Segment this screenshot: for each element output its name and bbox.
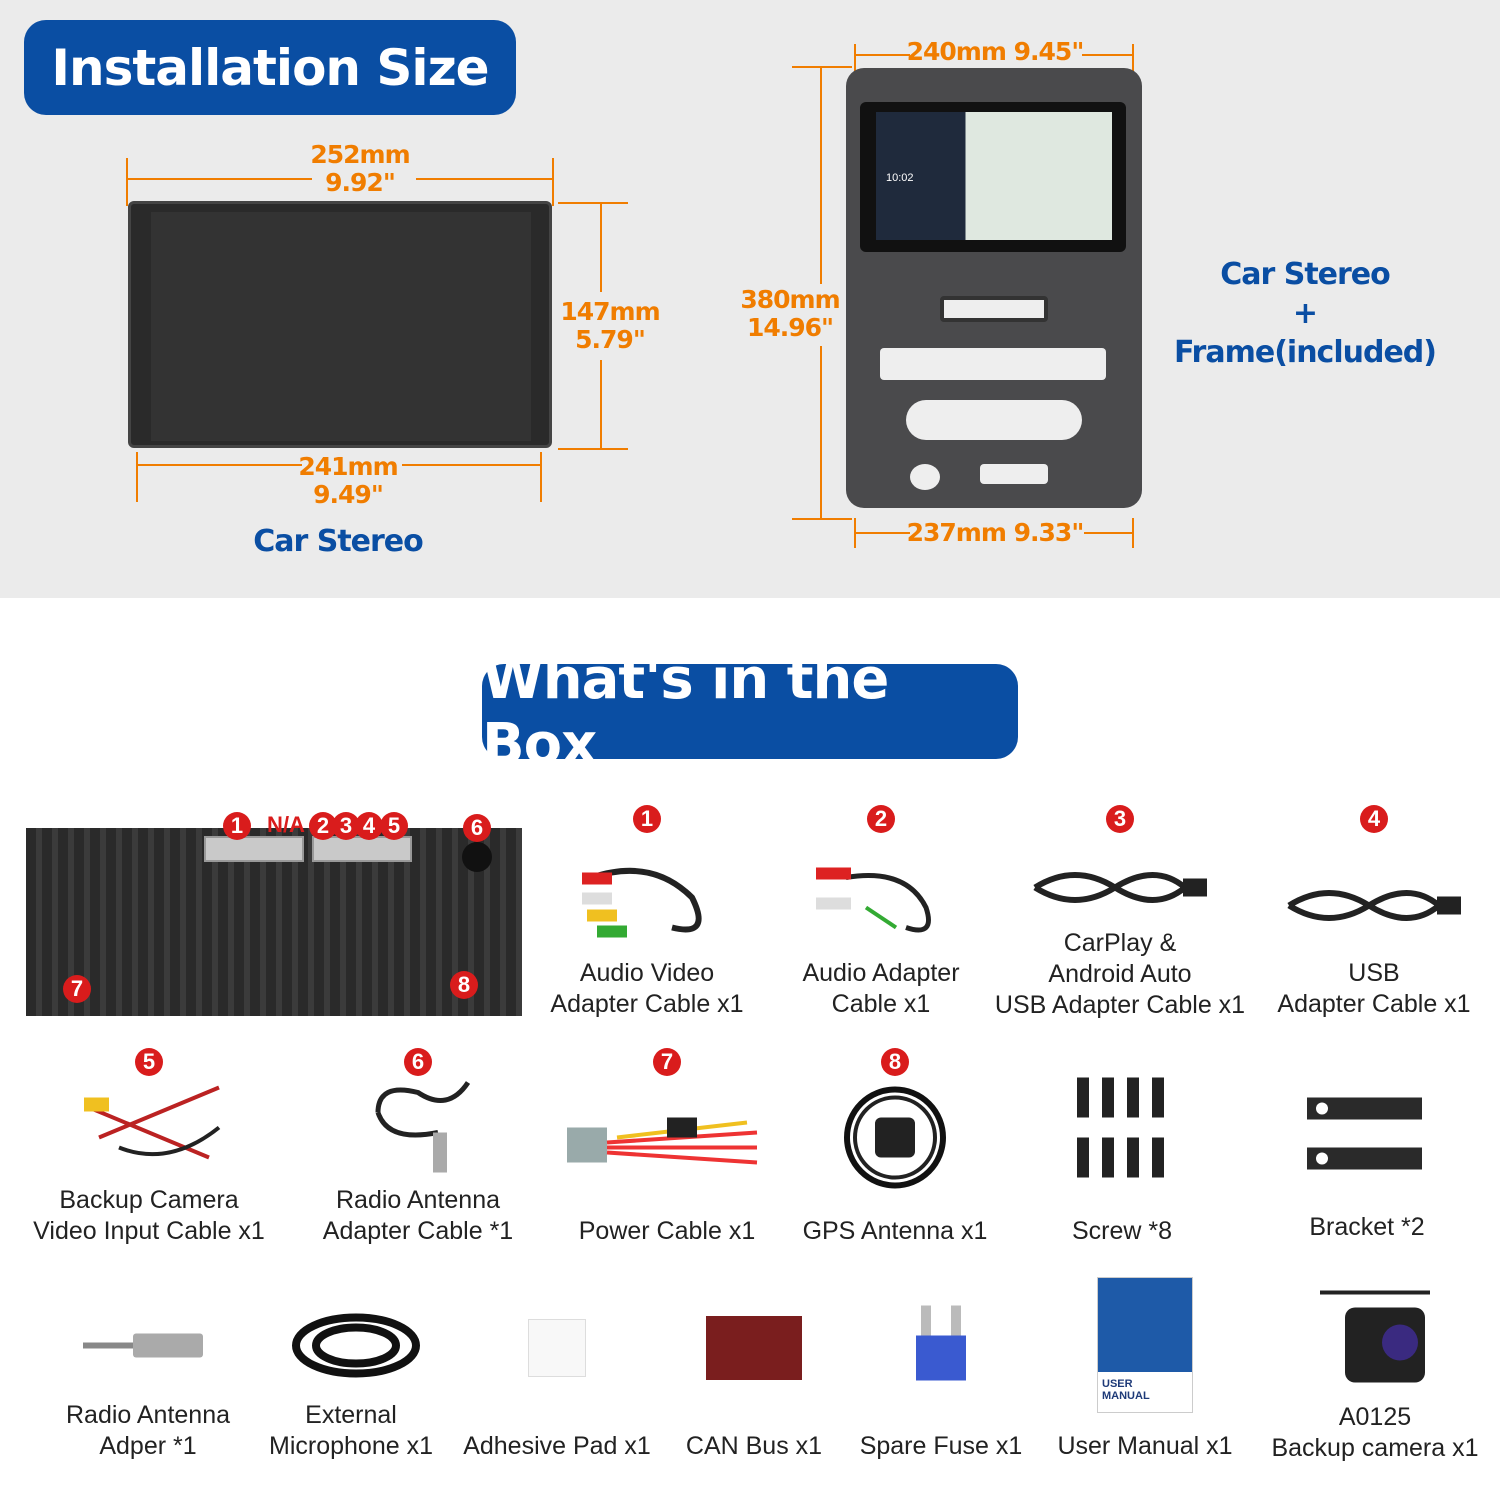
port-label: 1 (223, 812, 251, 840)
item-number-badge: 7 (653, 1048, 681, 1076)
port-label: 5 (380, 812, 408, 840)
screw-icon (1072, 1073, 1172, 1198)
power-cable-icon (567, 1093, 767, 1188)
item-label: USB Adapter Cable x1 (1277, 959, 1471, 1018)
item-number-badge: 6 (404, 1048, 432, 1076)
camera-cable-icon (69, 1078, 229, 1183)
port-label: 6 (463, 814, 491, 842)
adhesive-pad-icon (528, 1319, 586, 1377)
whats-in-box-title: What's in the Box (482, 647, 1018, 777)
item-label: CarPlay & Android Auto USB Adapter Cable… (994, 929, 1246, 1019)
port-label: N/A (267, 812, 305, 837)
microphone-icon (281, 1311, 421, 1386)
stereo-screen: 10:02 (860, 102, 1126, 252)
item-number-badge: 4 (1360, 805, 1388, 833)
item-label: GPS Antenna x1 (802, 1217, 988, 1245)
usb-cable-icon (1025, 863, 1215, 918)
antenna-port (462, 842, 492, 872)
port-label: 4 (355, 812, 383, 840)
item-label: Spare Fuse x1 (859, 1432, 1023, 1460)
antenna-cable-icon (348, 1073, 488, 1188)
antenna-adapter-icon (83, 1326, 213, 1371)
av-cable-icon (572, 848, 722, 953)
item-label: User Manual x1 (1057, 1432, 1233, 1460)
item-label: Radio Antenna Adper *1 (65, 1401, 231, 1460)
stereo-caption: Car Stereo (253, 524, 424, 559)
item-label: Audio Video Adapter Cable x1 (550, 959, 744, 1018)
frame-caption: Car Stereo+Frame(included) (1173, 257, 1437, 370)
usb-cable-icon (1279, 881, 1469, 936)
bracket-icon (1307, 1093, 1427, 1178)
item-label: CAN Bus x1 (685, 1432, 823, 1460)
backup-camera-icon (1315, 1283, 1435, 1398)
item-label: Radio Antenna Adapter Cable *1 (322, 1186, 514, 1245)
audio-cable-icon (806, 848, 956, 953)
item-label: External Microphone x1 (269, 1401, 433, 1460)
port-label: 8 (450, 971, 478, 999)
item-number-badge: 1 (633, 805, 661, 833)
car-stereo-image (128, 201, 552, 448)
frame-image: 10:02 (846, 68, 1142, 508)
frame-width-top: 240mm 9.45" (906, 37, 1085, 66)
item-label: Bracket *2 (1309, 1213, 1425, 1241)
item-label: Screw *8 (1071, 1217, 1173, 1245)
port-label: 7 (63, 975, 91, 1003)
item-label: A0125 Backup camera x1 (1271, 1403, 1479, 1462)
item-number-badge: 3 (1106, 805, 1134, 833)
item-label: Backup Camera Video Input Cable x1 (33, 1186, 265, 1245)
canbus-icon (706, 1316, 802, 1380)
fuse-icon (911, 1305, 971, 1391)
item-number-badge: 8 (881, 1048, 909, 1076)
item-number-badge: 2 (867, 805, 895, 833)
frame-width-bottom: 237mm 9.33" (906, 518, 1085, 547)
installation-size-title: Installation Size (24, 20, 516, 115)
item-label: Audio Adapter Cable x1 (802, 959, 960, 1018)
gps-antenna-icon (840, 1083, 950, 1198)
item-number-badge: 5 (135, 1048, 163, 1076)
item-label: Power Cable x1 (578, 1217, 756, 1245)
item-label: Adhesive Pad x1 (463, 1432, 651, 1460)
